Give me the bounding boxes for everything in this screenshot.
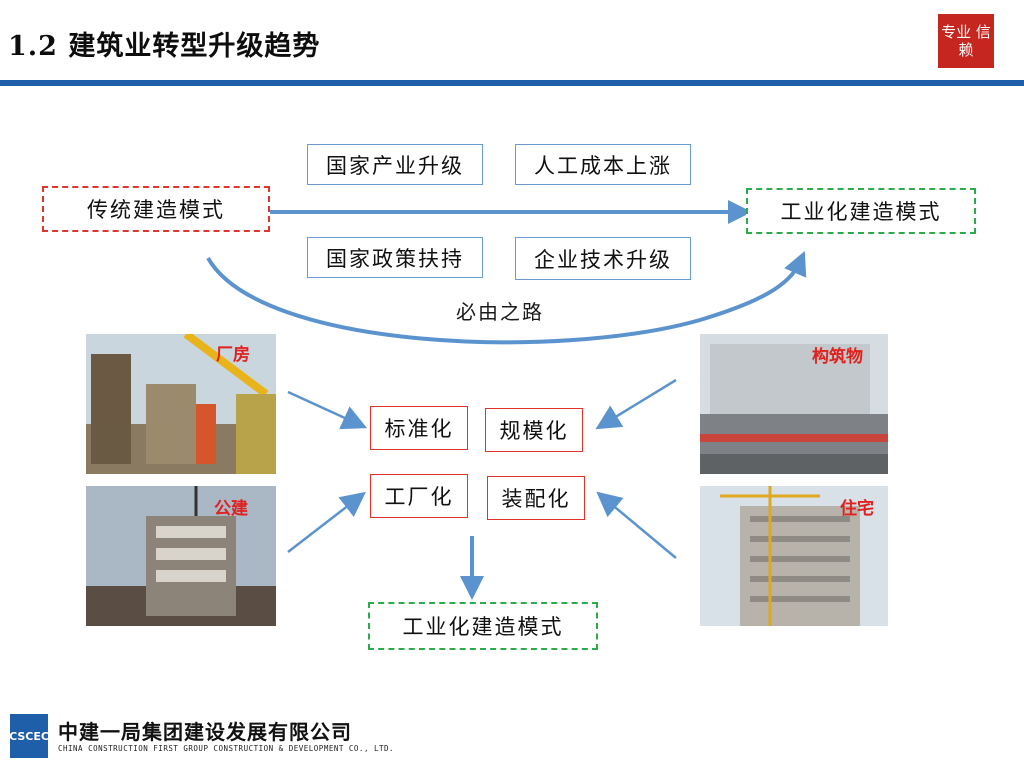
brand-logo-text: 专业 信赖 [941,23,991,59]
target-mode-box: 工业化建造模式 [746,188,976,234]
arrow-structure [595,378,677,430]
driver-label: 企业技术升级 [534,247,672,272]
driver-box-technology: 企业技术升级 [515,237,691,280]
feature-label: 规模化 [499,419,569,443]
source-mode-box: 传统建造模式 [42,186,270,232]
photo-structure: 构筑物 [700,334,888,474]
arrow-factory [287,390,368,430]
driver-box-labor-cost: 人工成本上涨 [515,144,691,185]
header-divider [0,80,1024,86]
company-name-en: CHINA CONSTRUCTION FIRST GROUP CONSTRUCT… [58,744,395,753]
photo-label-residential: 住宅 [840,499,874,519]
arrow-residential [596,491,677,559]
driver-label: 国家产业升级 [326,153,464,178]
feature-box-scale: 规模化 [485,408,583,452]
photo-label-factory: 厂房 [216,345,250,365]
brand-logo: 专业 信赖 [938,14,994,68]
result-mode-box: 工业化建造模式 [368,602,598,650]
feature-box-standardization: 标准化 [370,406,468,450]
source-mode-label: 传统建造模式 [87,198,225,222]
arrow-public [287,491,366,553]
photo-residential: 住宅 [700,486,888,626]
photo-label-public: 公建 [214,499,248,519]
driver-label: 人工成本上涨 [534,153,672,178]
company-logo: CSCEC [9,714,49,758]
feature-box-factory: 工厂化 [370,474,468,518]
photo-factory: 厂房 [86,334,276,474]
photo-label-structure: 构筑物 [812,347,863,367]
feature-label: 装配化 [501,487,571,511]
driver-box-industry: 国家产业升级 [307,144,483,185]
driver-label: 国家政策扶持 [326,246,464,271]
curved-path-arrow [206,250,807,345]
feature-box-assembly: 装配化 [487,476,585,520]
result-mode-label: 工业化建造模式 [402,615,564,639]
driver-box-policy: 国家政策扶持 [307,237,483,278]
photo-public: 公建 [86,486,276,626]
target-mode-label: 工业化建造模式 [780,200,942,224]
company-logo-text: CSCEC [9,729,49,743]
page-title: 1.2 建筑业转型升级趋势 [8,31,321,62]
feature-label: 工厂化 [384,485,454,509]
company-name-cn: 中建一局集团建设发展有限公司 [58,720,352,744]
feature-label: 标准化 [384,417,454,441]
path-label: 必由之路 [456,300,544,324]
